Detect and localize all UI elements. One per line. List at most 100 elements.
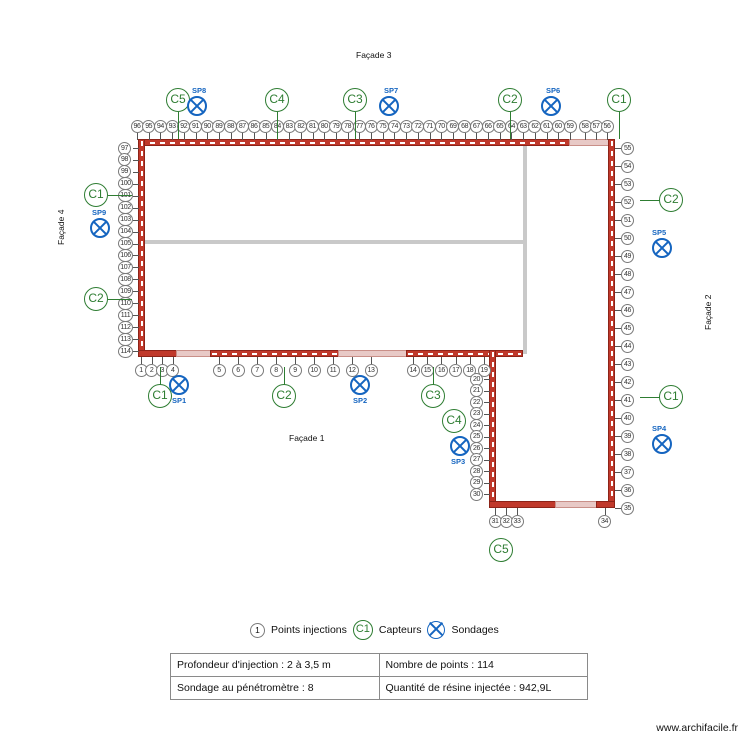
point-tick	[615, 148, 621, 149]
capteur-marker-c2[interactable]: C2	[659, 188, 683, 212]
injection-point: 50	[621, 231, 634, 245]
injection-point: 44	[621, 339, 634, 353]
capteur-marker-c3[interactable]: C3	[343, 88, 367, 112]
capteur-marker-c3[interactable]: C3	[421, 384, 445, 408]
injection-point: 109	[118, 284, 133, 298]
point-tick	[615, 220, 621, 221]
point-tick	[359, 133, 361, 140]
injection-point: 99	[118, 165, 131, 179]
injection-point: 51	[621, 213, 634, 227]
injection-point: 8	[269, 364, 283, 377]
point-tick	[615, 508, 621, 509]
capteur-marker-c4[interactable]: C4	[265, 88, 289, 112]
sondage-label: SP4	[652, 424, 667, 433]
point-tick	[133, 207, 139, 209]
point-tick	[484, 494, 490, 495]
legend-sondage-icon	[427, 621, 446, 639]
sondage-label: SP9	[92, 208, 107, 217]
injection-point: 15	[420, 364, 434, 377]
info-nombre-points: Nombre de points : 114	[378, 653, 588, 677]
wall-bottom-right-plain	[555, 501, 600, 508]
legend: 1 Points injections C1 Capteurs Sondages	[250, 620, 499, 640]
capteur-marker-c1[interactable]: C1	[84, 183, 108, 207]
point-tick	[615, 346, 621, 347]
capteur-lead-line	[108, 299, 132, 300]
sondage-marker-sp9[interactable]	[90, 218, 110, 238]
point-tick	[133, 231, 139, 233]
sondage-marker-sp2[interactable]	[350, 375, 370, 395]
point-tick	[257, 357, 258, 364]
facade-label-bottom: Façade 1	[289, 433, 325, 443]
capteur-lead-line	[640, 397, 660, 398]
point-tick	[615, 202, 621, 203]
capteur-marker-c5[interactable]: C5	[166, 88, 190, 112]
wall-right-dash	[610, 141, 613, 505]
point-tick	[133, 183, 139, 185]
point-tick	[133, 351, 139, 352]
point-tick	[219, 357, 220, 364]
sondage-marker-sp6[interactable]	[541, 96, 561, 116]
point-tick	[484, 390, 490, 392]
injection-point: 53	[621, 177, 634, 191]
point-tick	[615, 292, 621, 293]
wall-bottom-seg1	[138, 350, 178, 357]
point-tick	[484, 448, 490, 449]
sondage-marker-sp8[interactable]	[187, 96, 207, 116]
capteur-marker-c4[interactable]: C4	[442, 409, 466, 433]
capteur-lead-line	[108, 195, 132, 196]
info-profondeur: Profondeur d'injection : 2 à 3,5 m	[170, 653, 380, 677]
injection-point: 55	[621, 141, 634, 155]
sondage-marker-sp7[interactable]	[379, 96, 399, 116]
injection-point: 41	[621, 393, 634, 407]
point-tick	[371, 133, 373, 140]
injection-point: 12	[345, 364, 359, 377]
capteur-marker-c2[interactable]: C2	[272, 384, 296, 408]
sondage-marker-sp4[interactable]	[652, 434, 672, 454]
point-tick	[133, 267, 139, 269]
point-tick	[615, 274, 621, 275]
capteur-marker-c5[interactable]: C5	[489, 538, 513, 562]
injection-point: 68	[458, 120, 472, 133]
sondage-marker-sp3[interactable]	[450, 436, 470, 456]
injection-point: 52	[621, 195, 634, 209]
capteur-marker-c1[interactable]: C1	[659, 385, 683, 409]
capteur-marker-c1[interactable]: C1	[148, 384, 172, 408]
point-tick	[596, 133, 597, 140]
point-tick	[172, 133, 174, 140]
injection-point: 48	[621, 267, 634, 281]
point-tick	[615, 328, 621, 329]
injection-point: 2	[145, 364, 159, 377]
point-tick	[469, 357, 471, 364]
capteur-lead-line	[355, 112, 356, 139]
capteur-marker-c2[interactable]: C2	[498, 88, 522, 112]
injection-point: 10	[307, 364, 321, 377]
injection-point: 11	[326, 364, 340, 377]
point-tick	[148, 133, 150, 140]
point-tick	[615, 454, 621, 455]
injection-point: 14	[406, 364, 420, 377]
injection-point: 13	[364, 364, 378, 377]
capteur-marker-c1[interactable]: C1	[607, 88, 631, 112]
capteur-lead-line	[277, 112, 278, 139]
point-tick	[615, 256, 621, 257]
point-tick	[464, 133, 466, 140]
point-tick	[151, 357, 153, 364]
capteur-lead-line	[433, 367, 434, 385]
capteur-marker-c2[interactable]: C2	[84, 287, 108, 311]
point-tick	[394, 133, 396, 140]
sondage-marker-sp5[interactable]	[652, 238, 672, 258]
point-tick	[607, 133, 608, 140]
injection-point: 23	[470, 407, 483, 420]
legend-sondage-label: Sondages	[451, 624, 499, 636]
injection-point: 16	[434, 364, 448, 377]
capteur-lead-line	[619, 112, 620, 139]
facade-label-top: Façade 3	[356, 50, 392, 60]
point-tick	[441, 133, 443, 140]
injection-point: 30	[470, 487, 483, 501]
point-tick	[495, 508, 496, 515]
point-tick	[506, 508, 507, 515]
injection-point: 102	[118, 201, 133, 215]
sondage-marker-sp1[interactable]	[169, 375, 189, 395]
injection-point: 71	[423, 120, 437, 133]
